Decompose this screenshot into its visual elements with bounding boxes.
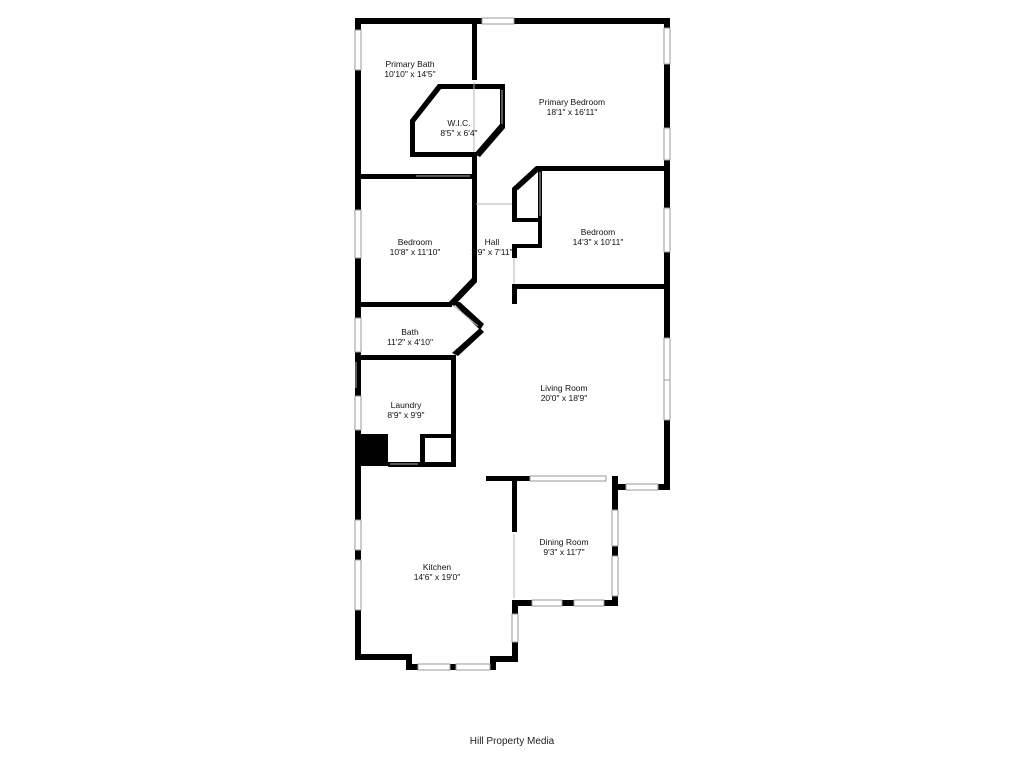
room-dimensions: 8'5" x 6'4"	[440, 128, 477, 138]
room-name: Primary Bedroom	[539, 97, 605, 107]
room-label-dining-room: Dining Room 9'3" x 11'7"	[539, 537, 588, 557]
room-label-bath: Bath 11'2" x 4'10"	[387, 327, 433, 347]
room-label-hall: Hall 3'9" x 7'11"	[471, 237, 512, 257]
room-name: Dining Room	[539, 537, 588, 547]
room-name: Bedroom	[398, 237, 433, 247]
room-label-primary-bedroom: Primary Bedroom 18'1" x 16'11"	[539, 97, 605, 117]
room-name: Bedroom	[581, 227, 616, 237]
room-dimensions: 3'9" x 7'11"	[471, 247, 512, 257]
room-label-living-room: Living Room 20'0" x 18'9"	[540, 383, 587, 403]
room-label-primary-bath: Primary Bath 10'10" x 14'5"	[384, 59, 435, 79]
room-dimensions: 14'6" x 19'0"	[414, 572, 461, 582]
room-dimensions: 18'1" x 16'11"	[547, 107, 598, 117]
room-name: Living Room	[540, 383, 587, 393]
room-label-bedroom-west: Bedroom 10'8" x 11'10"	[390, 237, 441, 257]
room-label-wic: W.I.C. 8'5" x 6'4"	[440, 118, 477, 138]
room-name: Bath	[401, 327, 419, 337]
room-dimensions: 20'0" x 18'9"	[541, 393, 588, 403]
windows	[354, 17, 671, 671]
room-name: Primary Bath	[385, 59, 434, 69]
room-dimensions: 11'2" x 4'10"	[387, 337, 433, 347]
room-name: Hall	[485, 237, 500, 247]
room-label-laundry: Laundry 8'9" x 9'9"	[387, 400, 424, 420]
interior-walls	[355, 18, 670, 532]
door-openings	[355, 82, 541, 598]
room-name: W.I.C.	[447, 118, 470, 128]
room-label-kitchen: Kitchen 14'6" x 19'0"	[414, 562, 461, 582]
room-label-bedroom-east: Bedroom 14'3" x 10'11"	[573, 227, 624, 247]
footer-credit: Hill Property Media	[469, 736, 555, 747]
room-name: Laundry	[391, 400, 422, 410]
room-dimensions: 10'10" x 14'5"	[384, 69, 435, 79]
room-dimensions: 10'8" x 11'10"	[390, 247, 441, 257]
room-dimensions: 8'9" x 9'9"	[387, 410, 424, 420]
room-dimensions: 14'3" x 10'11"	[573, 237, 624, 247]
room-name: Kitchen	[423, 562, 452, 572]
room-dimensions: 9'3" x 11'7"	[543, 547, 584, 557]
